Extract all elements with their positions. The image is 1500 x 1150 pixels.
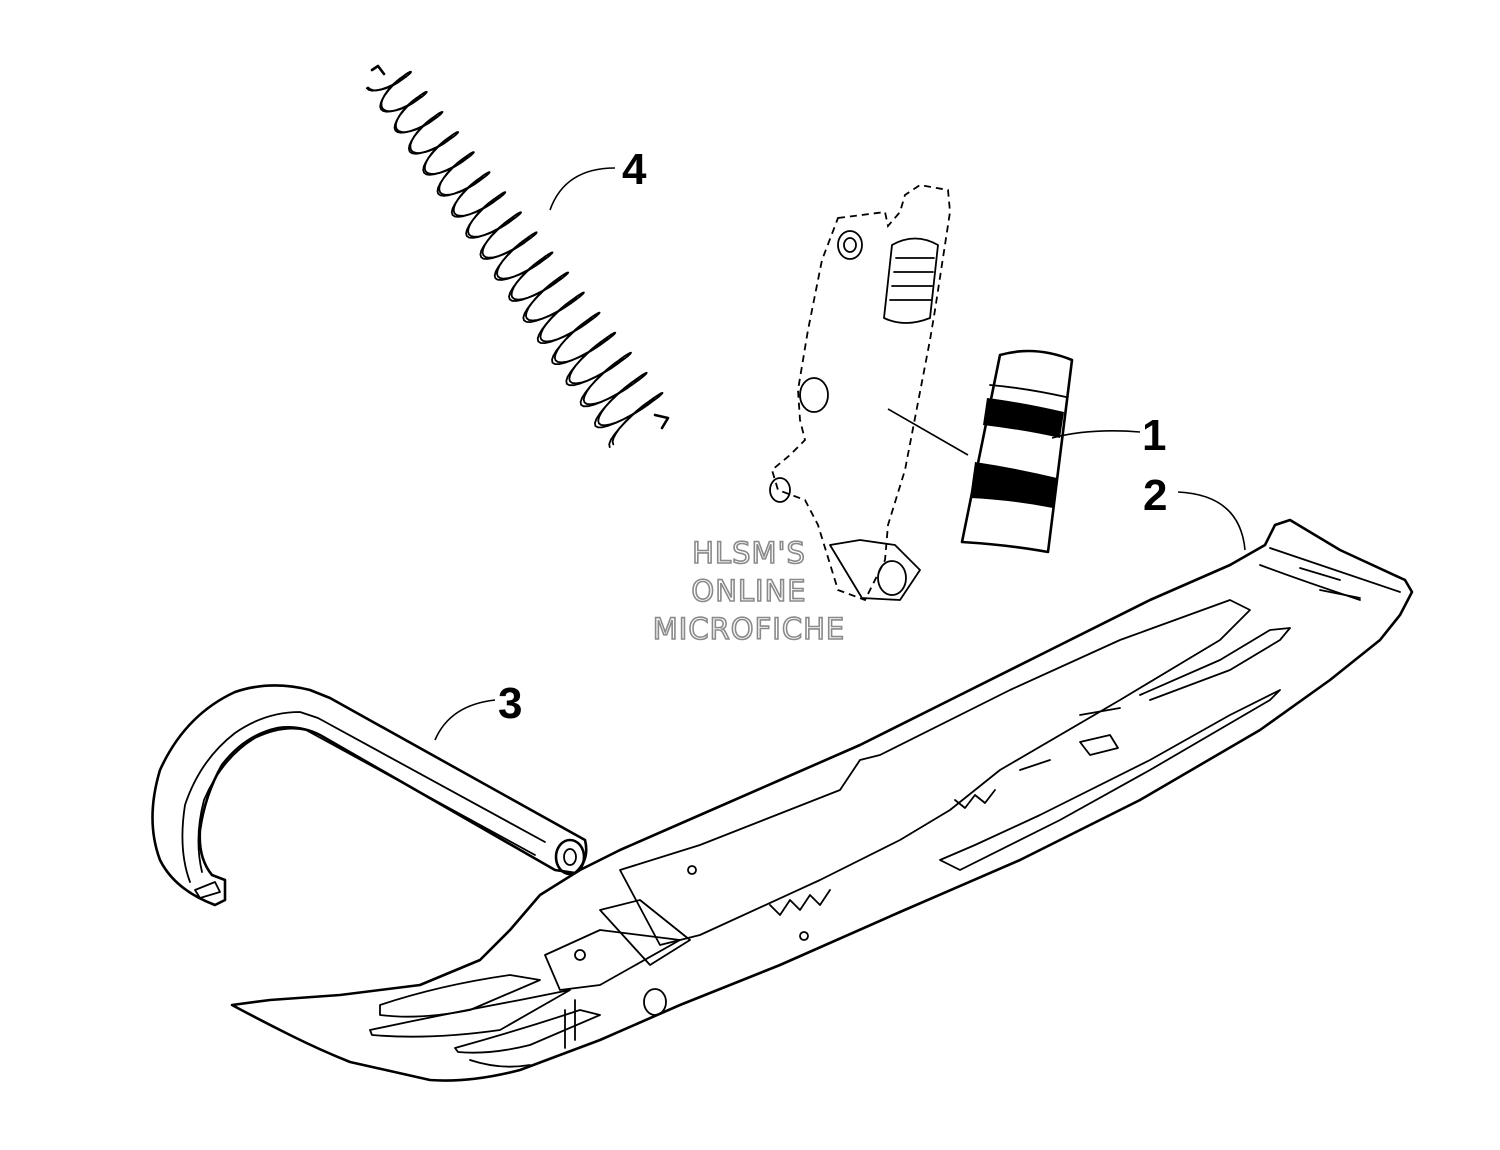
watermark-line-2: ONLINE <box>691 574 806 608</box>
watermark-line-1: HLSM'S <box>692 536 806 570</box>
watermark-line-3: MICROFICHE <box>653 612 845 646</box>
spring-part <box>365 64 670 448</box>
spindle-reference <box>769 184 969 602</box>
callout-2: 2 <box>1143 471 1167 520</box>
watermark: HLSM'S ONLINE MICROFICHE <box>652 535 845 647</box>
callout-1: 1 <box>1142 411 1166 460</box>
wear-bar-part <box>960 349 1074 554</box>
callout-3: 3 <box>498 679 522 728</box>
callout-4: 4 <box>622 145 647 194</box>
ski-loop-part <box>151 684 588 907</box>
leader-4 <box>549 167 616 211</box>
ski-part <box>230 491 1414 1082</box>
leader-1 <box>1051 430 1141 439</box>
